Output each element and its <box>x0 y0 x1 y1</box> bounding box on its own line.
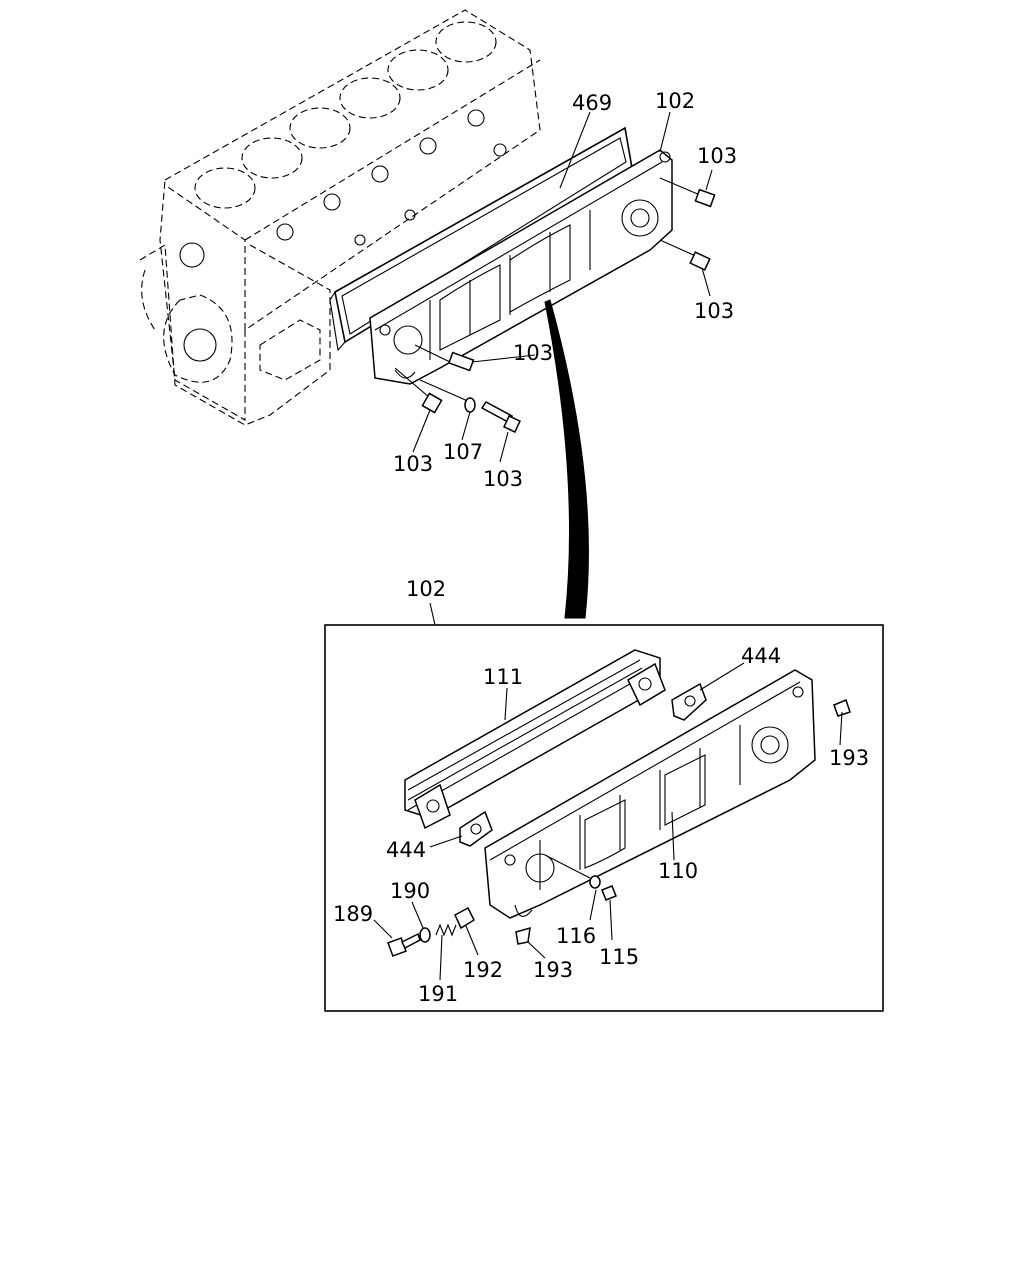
callout-191: 191 <box>418 982 458 1006</box>
callout-192: 192 <box>463 958 503 982</box>
detail-frame <box>324 624 884 1012</box>
callout-116: 116 <box>556 924 596 948</box>
plug-193-right <box>833 698 851 717</box>
callout-469: 469 <box>572 91 612 115</box>
callout-193-bottom: 193 <box>533 958 573 982</box>
callout-110: 110 <box>658 859 698 883</box>
gasket-444-left <box>459 810 493 847</box>
callout-115: 115 <box>599 945 639 969</box>
callout-190: 190 <box>390 879 430 903</box>
bolt-103-middle <box>414 344 475 372</box>
detail-pointer-arrow <box>544 299 589 619</box>
bolt-103-right <box>659 239 711 271</box>
callout-102-top: 102 <box>655 89 695 113</box>
bolt-189 <box>387 932 421 957</box>
bolt-103-long <box>480 401 521 433</box>
plug-193-bottom <box>515 926 531 945</box>
washer-107 <box>419 379 476 413</box>
callout-444-left: 444 <box>386 838 426 862</box>
callout-103-b: 103 <box>694 299 734 323</box>
nut-115 <box>601 885 617 901</box>
callout-103-d: 103 <box>393 452 433 476</box>
spring-191 <box>435 923 457 937</box>
callout-189: 189 <box>333 902 373 926</box>
callout-193-right: 193 <box>829 746 869 770</box>
callout-444-top: 444 <box>741 644 781 668</box>
bolt-103-upper-right <box>659 177 716 208</box>
leader-lines <box>373 111 843 981</box>
callout-107: 107 <box>443 440 483 464</box>
callout-111: 111 <box>483 665 523 689</box>
bolt-103-lower-left <box>394 367 443 414</box>
cooler-housing-110 <box>484 669 816 919</box>
washer-116 <box>589 875 601 889</box>
cooler-element-111 <box>404 649 666 830</box>
washer-190 <box>419 927 431 943</box>
callout-103-a: 103 <box>697 144 737 168</box>
callout-103-c: 103 <box>513 341 553 365</box>
oil-cooler-assembly-top <box>369 149 673 385</box>
gasket-444-top <box>671 682 707 721</box>
valve-192 <box>454 906 475 930</box>
callout-103-e: 103 <box>483 467 523 491</box>
callout-102-detail: 102 <box>406 577 446 601</box>
